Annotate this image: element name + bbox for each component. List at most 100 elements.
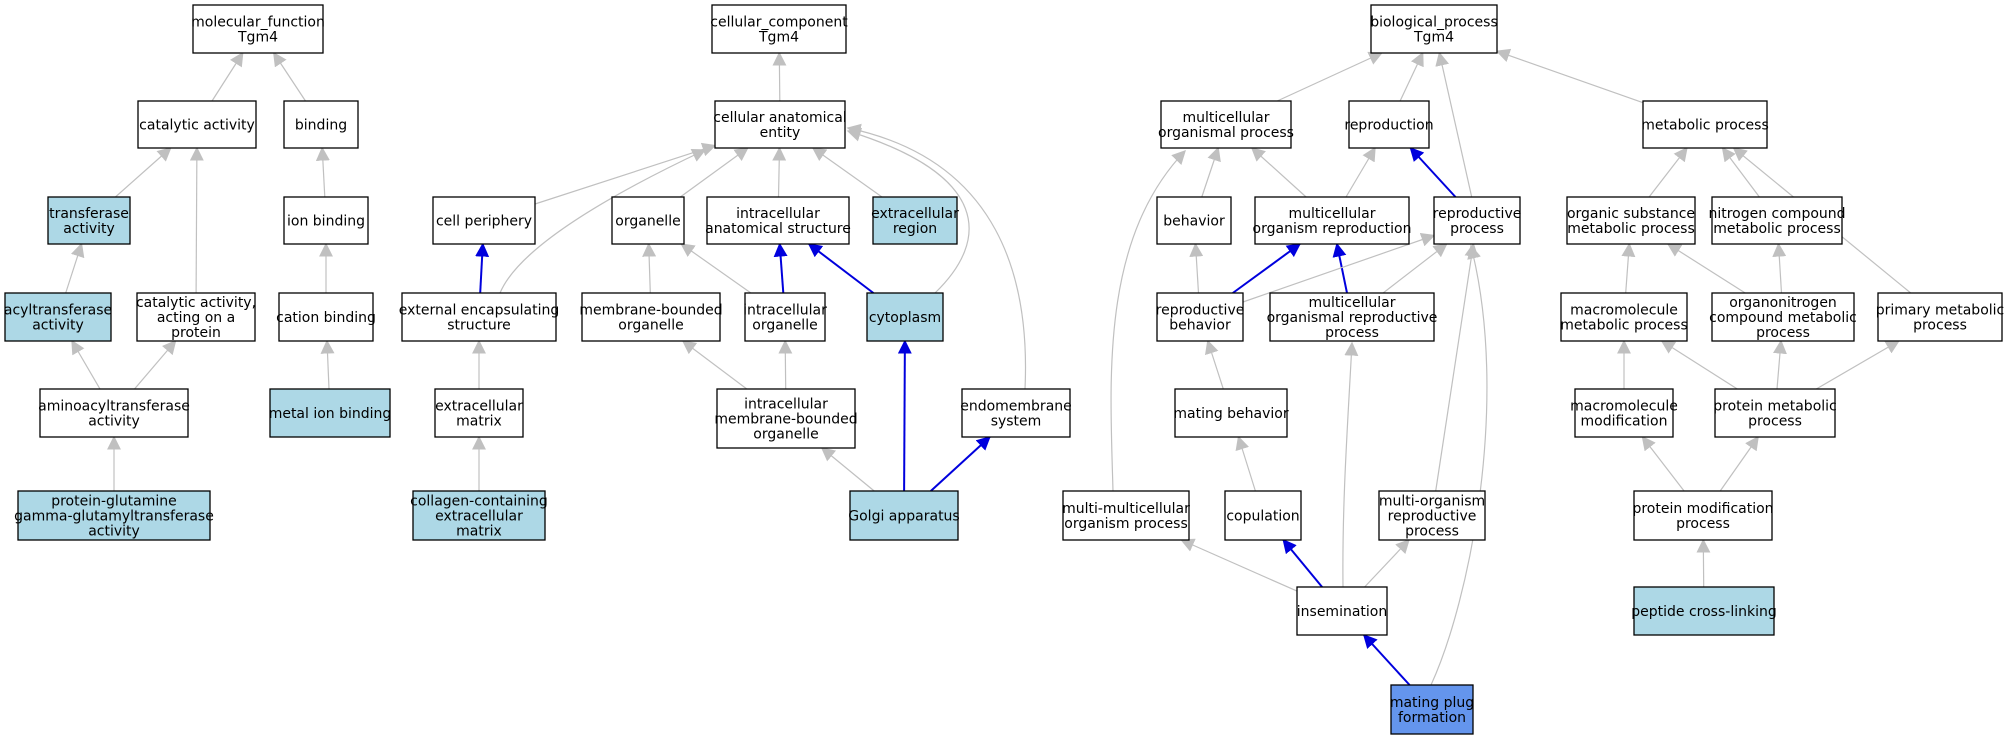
node-box — [872, 196, 958, 245]
node-label-line: binding — [295, 118, 347, 134]
edge-organelle-to-cae — [679, 147, 749, 198]
go-term-node-bind[interactable]: binding — [283, 100, 359, 149]
edge-ionb-to-bind — [315, 146, 330, 198]
node-label-line: mating plug — [1390, 695, 1474, 711]
edge-trans-to-cat — [115, 147, 172, 198]
edge-mmp-to-osmp — [1621, 242, 1636, 294]
node-box — [39, 388, 189, 438]
go-term-node-cat[interactable]: catalytic activity — [137, 100, 257, 149]
node-label-line: biological_process — [1370, 15, 1498, 31]
node-label-line: cellular_component — [710, 15, 848, 31]
edge-morp-to-rp — [1382, 243, 1448, 294]
node-label-line: organismal reproductive — [1267, 310, 1438, 326]
node-box — [1156, 196, 1232, 245]
node-box — [283, 100, 359, 149]
go-term-node-ionb[interactable]: ion binding — [283, 196, 369, 245]
node-label-line: organelle — [615, 214, 680, 230]
go-term-node-repro[interactable]: reproduction — [1344, 100, 1434, 149]
node-label-line: organelle — [752, 318, 817, 334]
node-label-line: protein-glutamine — [51, 494, 177, 510]
node-box — [1711, 196, 1843, 245]
node-label-line: reproductive — [1156, 303, 1245, 319]
go-term-node-metal[interactable]: metal ion binding — [269, 388, 392, 438]
node-label-line: activity — [32, 318, 84, 334]
node-label-line: reproduction — [1344, 118, 1433, 134]
node-box — [961, 388, 1071, 438]
go-term-node-mating[interactable]: mating behavior — [1173, 388, 1289, 438]
go-term-node-insem[interactable]: insemination — [1296, 586, 1388, 636]
node-label-line: extracellular — [435, 399, 523, 415]
go-term-node-organelle[interactable]: organelle — [611, 196, 685, 245]
edge-mor-to-repro — [1345, 146, 1376, 198]
go-term-node-cellper[interactable]: cell periphery — [432, 196, 536, 245]
node-label-line: process — [1676, 516, 1730, 532]
go-term-node-cyto[interactable]: cytoplasm — [866, 292, 944, 342]
node-box — [434, 388, 524, 438]
node-label-line: multicellular — [1309, 295, 1396, 311]
edge-cyto-to-cae — [846, 128, 970, 294]
go-term-node-metab[interactable]: metabolic process — [1641, 100, 1769, 149]
node-box — [611, 196, 685, 245]
node-label-line: protein metabolic — [1713, 399, 1836, 415]
edge-insem-to-copul — [1282, 538, 1323, 588]
go-term-node-catb[interactable]: cation binding — [276, 292, 376, 342]
node-box — [1877, 292, 2003, 342]
node-label-line: collagen-containing — [410, 494, 548, 510]
edge-imbo-to-mbo — [681, 340, 748, 390]
node-box — [1390, 684, 1474, 735]
go-term-node-pgg[interactable]: protein-glutaminegamma-glutamyltransfera… — [14, 490, 214, 541]
node-label-line: matrix — [456, 524, 502, 540]
node-box — [1348, 100, 1430, 149]
node-label-line: process — [1325, 325, 1379, 341]
go-term-node-golgi[interactable]: Golgi apparatus — [848, 490, 960, 541]
edge-aminoacyl-to-catprot — [134, 339, 177, 390]
node-label-line: macromolecule — [1570, 303, 1678, 319]
node-label-line: multicellular — [1183, 110, 1270, 126]
edge-exreg-to-cae — [811, 147, 883, 198]
edge-extenc-to-cae — [499, 149, 707, 294]
node-label-line: membrane-bounded — [714, 412, 857, 428]
edge-io-to-organelle — [680, 243, 752, 294]
node-label-line: activity — [88, 524, 140, 540]
node-label-line: multicellular — [1289, 206, 1376, 222]
go-term-node-copul[interactable]: copulation — [1224, 490, 1302, 541]
go-term-node-behav[interactable]: behavior — [1156, 196, 1232, 245]
node-box — [1642, 100, 1768, 149]
edge-protmp-to-pmp — [1815, 340, 1901, 390]
go-term-node-pcl[interactable]: peptide cross-linking — [1631, 586, 1777, 636]
edge-golgi-to-cyto — [897, 339, 912, 492]
